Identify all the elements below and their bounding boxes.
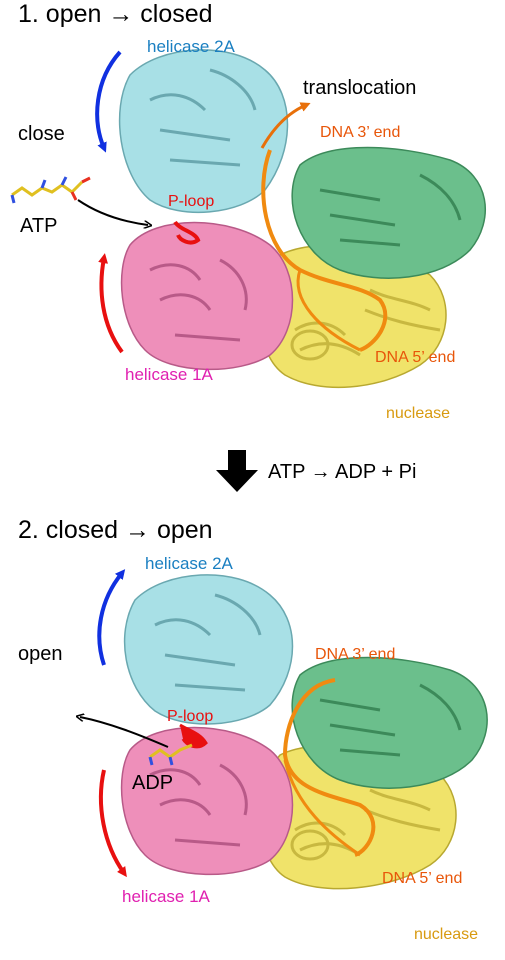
protein-structure-1 (10, 49, 487, 389)
dna-5-end-label-2: DNA 5’ end (382, 870, 463, 887)
close-arrow-blue-icon (95, 50, 122, 153)
dna-strand-2 (296, 269, 361, 352)
helicase-1a-domain-2 (120, 726, 294, 876)
dna-binding-domain (291, 146, 487, 279)
open-label: open (18, 643, 63, 665)
panel-2-title: 2. closed → open (18, 516, 213, 544)
reaction-label: ATP → ADP + Pi (268, 461, 417, 483)
dna-3-end-label-2: DNA 3’ end (315, 646, 396, 663)
dna-3-end-label: DNA 3’ end (320, 124, 401, 141)
protein-structure-2 (0, 569, 488, 890)
nuclease-label: nuclease (386, 405, 451, 422)
translocation-arrow-icon (260, 102, 311, 149)
atp-label: ATP (20, 215, 58, 237)
helicase-1a-label: helicase 1A (125, 365, 213, 384)
dna-strand-2b (283, 759, 361, 857)
helicase-1a-domain (120, 221, 294, 371)
dna-5-end-label: DNA 5’ end (375, 349, 456, 366)
close-arrow-red-icon (98, 253, 124, 354)
bold-down-arrow-icon (216, 450, 258, 492)
helicase-1a-label-2: helicase 1A (122, 887, 210, 906)
helicase-2a-label: helicase 2A (147, 37, 235, 56)
adp-release-arrow-icon (80, 717, 169, 748)
helicase-2a-domain-2 (123, 574, 294, 725)
atp-molecule (10, 176, 91, 204)
p-loop-2 (179, 723, 208, 749)
close-label: close (18, 123, 65, 145)
reaction-row: ATP → ADP + Pi (0, 440, 505, 505)
dna-strand-2a (282, 678, 376, 857)
helicase-2a-label-2: helicase 2A (145, 554, 233, 573)
panel-1-title: 1. open → closed (18, 0, 213, 28)
nuclease-label-2: nuclease (414, 926, 479, 943)
open-arrow-red-icon (98, 769, 127, 878)
dna-binding-domain-2 (291, 656, 488, 789)
adp-label: ADP (132, 772, 174, 794)
open-arrow-blue-icon (97, 569, 126, 666)
atp-binding-arrow-icon (77, 199, 148, 225)
panel-closed-to-open: 2. closed → open helicase 2A open DNA 3’… (0, 505, 505, 960)
p-loop-label-2: P-loop (167, 708, 214, 725)
p-loop-label: P-loop (168, 193, 215, 210)
adp-molecule (148, 743, 193, 766)
translocation-label: translocation (303, 77, 417, 99)
dna-strand (261, 149, 388, 352)
helicase-2a-domain (118, 49, 289, 214)
panel-open-to-closed: 1. open → closed helicase 2A translocati… (0, 0, 505, 440)
p-loop (173, 220, 201, 245)
